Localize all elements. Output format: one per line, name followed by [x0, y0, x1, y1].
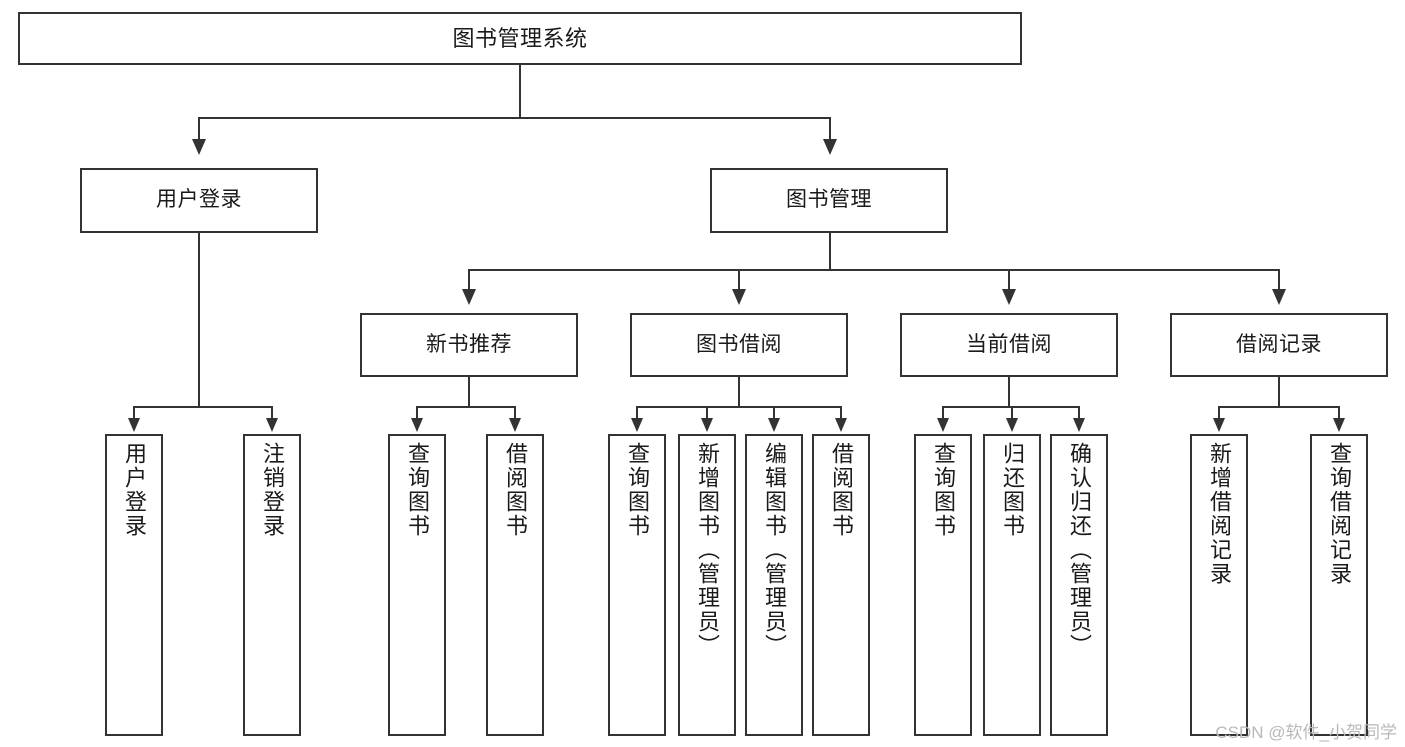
node-leaf-add-book-admin[interactable]: 新增图书（管理员） — [678, 434, 736, 736]
node-label: 用户登录 — [122, 442, 147, 538]
node-leaf-return-book[interactable]: 归还图书 — [983, 434, 1041, 736]
connector-bb-to-leaf3 — [773, 406, 775, 420]
connector-root-stem — [519, 65, 521, 117]
arrowhead-leaf-edit-book-admin — [768, 418, 780, 432]
node-book-management[interactable]: 图书管理 — [710, 168, 948, 233]
connector-bm-to-borrow-record — [1278, 269, 1280, 291]
connector-cb-to-leaf2 — [1011, 406, 1013, 420]
arrowhead-leaf-add-borrow-record — [1213, 418, 1225, 432]
arrowhead-leaf-query-book-3 — [937, 418, 949, 432]
node-label: 查询图书 — [625, 442, 650, 538]
connector-bb-to-leaf2 — [706, 406, 708, 420]
connector-book-manage-bus — [468, 269, 1279, 271]
connector-cb-to-leaf3 — [1078, 406, 1080, 420]
connector-user-login-bus — [133, 406, 272, 408]
arrowhead-leaf-borrow-book-1 — [509, 418, 521, 432]
node-label: 图书借阅 — [696, 332, 782, 356]
node-label: 用户登录 — [156, 188, 242, 212]
arrowhead-user-login — [192, 139, 206, 155]
arrowhead-leaf-query-book-2 — [631, 418, 643, 432]
node-leaf-query-book-3[interactable]: 查询图书 — [914, 434, 972, 736]
connector-new-book-to-leaf2 — [514, 406, 516, 420]
node-label: 归还图书 — [1000, 442, 1025, 538]
connector-user-login-stem — [198, 233, 200, 408]
arrowhead-leaf-user-login — [128, 418, 140, 432]
connector-br-to-leaf2 — [1338, 406, 1340, 420]
node-label: 确认归还（管理员） — [1067, 442, 1092, 658]
node-current-borrow[interactable]: 当前借阅 — [900, 313, 1118, 377]
connector-new-book-to-leaf1 — [416, 406, 418, 420]
connector-bm-to-book-borrow — [738, 269, 740, 291]
node-leaf-borrow-book-1[interactable]: 借阅图书 — [486, 434, 544, 736]
node-leaf-edit-book-admin[interactable]: 编辑图书（管理员） — [745, 434, 803, 736]
connector-bb-to-leaf1 — [636, 406, 638, 420]
connector-user-login-to-leaf1 — [133, 406, 135, 420]
node-leaf-user-login[interactable]: 用户登录 — [105, 434, 163, 736]
node-label: 借阅图书 — [829, 442, 854, 538]
connector-new-book-bus — [416, 406, 516, 408]
connector-bm-to-new-book — [468, 269, 470, 291]
connector-borrow-record-bus — [1218, 406, 1340, 408]
node-leaf-add-borrow-record[interactable]: 新增借阅记录 — [1190, 434, 1248, 736]
node-leaf-query-book-2[interactable]: 查询图书 — [608, 434, 666, 736]
arrowhead-leaf-borrow-book-2 — [835, 418, 847, 432]
node-book-borrow[interactable]: 图书借阅 — [630, 313, 848, 377]
node-label: 新增图书（管理员） — [695, 442, 720, 658]
arrowhead-leaf-return-book — [1006, 418, 1018, 432]
arrowhead-leaf-query-borrow-record — [1333, 418, 1345, 432]
node-label: 当前借阅 — [966, 332, 1052, 356]
node-label: 查询图书 — [405, 442, 430, 538]
node-label: 查询图书 — [931, 442, 956, 538]
connector-book-borrow-stem — [738, 377, 740, 408]
connector-book-manage-stem — [829, 233, 831, 270]
connector-borrow-record-stem — [1278, 377, 1280, 408]
connector-book-borrow-bus — [636, 406, 841, 408]
arrowhead-book-borrow — [732, 289, 746, 305]
connector-current-borrow-bus — [942, 406, 1079, 408]
connector-br-to-leaf1 — [1218, 406, 1220, 420]
node-leaf-query-book-1[interactable]: 查询图书 — [388, 434, 446, 736]
connector-current-borrow-stem — [1008, 377, 1010, 408]
node-user-login[interactable]: 用户登录 — [80, 168, 318, 233]
node-label: 图书管理系统 — [452, 25, 588, 51]
connector-bb-to-leaf4 — [840, 406, 842, 420]
connector-cb-to-leaf1 — [942, 406, 944, 420]
node-label: 新书推荐 — [426, 332, 512, 356]
node-leaf-confirm-return-admin[interactable]: 确认归还（管理员） — [1050, 434, 1108, 736]
arrowhead-leaf-user-logout — [266, 418, 278, 432]
connector-root-to-user-login — [198, 117, 200, 141]
arrowhead-borrow-record — [1272, 289, 1286, 305]
node-label: 编辑图书（管理员） — [762, 442, 787, 658]
node-label: 图书管理 — [786, 188, 872, 212]
arrowhead-new-book-recommend — [462, 289, 476, 305]
arrowhead-leaf-confirm-return-admin — [1073, 418, 1085, 432]
arrowhead-leaf-add-book-admin — [701, 418, 713, 432]
node-label: 借阅记录 — [1236, 332, 1322, 356]
arrowhead-book-manage — [823, 139, 837, 155]
node-label: 新增借阅记录 — [1207, 442, 1232, 586]
node-label: 借阅图书 — [503, 442, 528, 538]
connector-root-bus — [198, 117, 831, 119]
connector-user-login-to-leaf2 — [271, 406, 273, 420]
node-new-book-recommend[interactable]: 新书推荐 — [360, 313, 578, 377]
node-label: 查询借阅记录 — [1327, 442, 1352, 586]
node-root-book-management-system[interactable]: 图书管理系统 — [18, 12, 1022, 65]
node-label: 注销登录 — [260, 442, 285, 538]
arrowhead-leaf-query-book-1 — [411, 418, 423, 432]
connector-root-to-book-manage — [829, 117, 831, 141]
arrowhead-current-borrow — [1002, 289, 1016, 305]
node-borrow-record[interactable]: 借阅记录 — [1170, 313, 1388, 377]
node-leaf-borrow-book-2[interactable]: 借阅图书 — [812, 434, 870, 736]
node-leaf-query-borrow-record[interactable]: 查询借阅记录 — [1310, 434, 1368, 736]
node-leaf-user-logout[interactable]: 注销登录 — [243, 434, 301, 736]
connector-new-book-stem — [468, 377, 470, 408]
connector-bm-to-current-borrow — [1008, 269, 1010, 291]
